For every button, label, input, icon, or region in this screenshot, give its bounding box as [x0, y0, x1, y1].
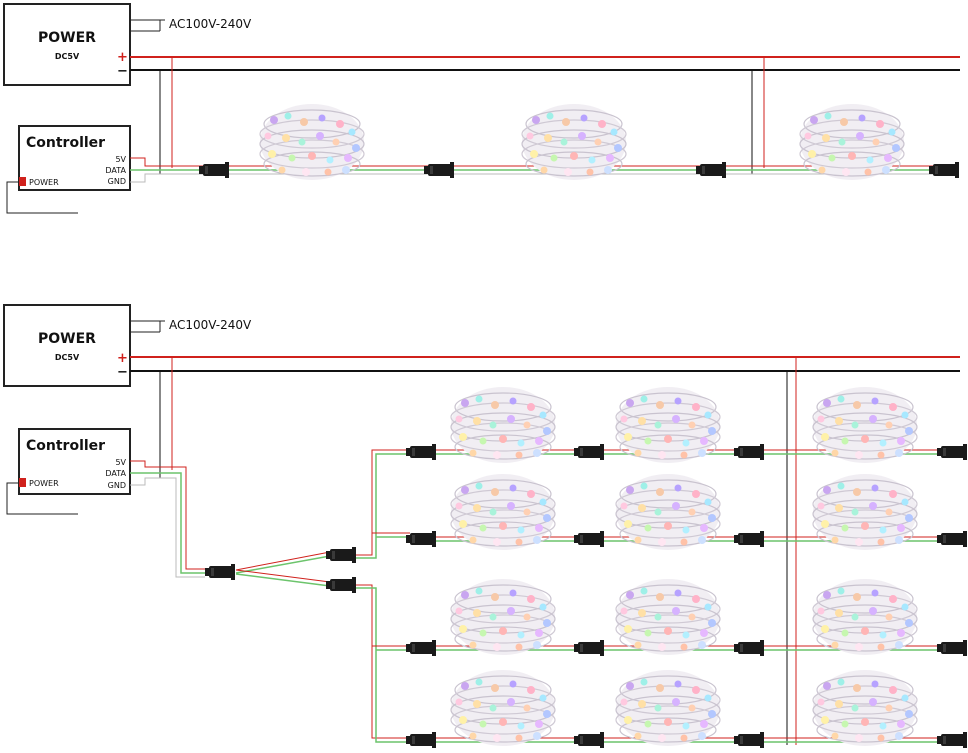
fairy-light-coil — [521, 103, 627, 181]
wire-connector — [696, 162, 726, 178]
wire-connector — [734, 732, 764, 748]
wire-connector — [406, 640, 436, 656]
bottom-diagram: POWER DC5V + − AC100V-240V Controller 5V… — [3, 304, 967, 748]
controller-box: Controller 5V DATA GND POWER — [18, 428, 131, 495]
pin-5v-label: 5V — [115, 458, 126, 467]
wire-connector — [574, 531, 604, 547]
power-plus-sign: + — [117, 351, 128, 366]
fairy-light-coil — [812, 669, 918, 747]
ac-input-label: AC100V-240V — [169, 318, 252, 332]
wire-connector — [734, 444, 764, 460]
wire-connector — [406, 444, 436, 460]
fairy-light-coil — [615, 473, 721, 551]
pin-data-label: DATA — [105, 469, 126, 478]
controller-power-jack — [19, 177, 26, 186]
fairy-light-coil — [812, 386, 918, 464]
power-voltage: DC5V — [55, 353, 80, 362]
fairy-light-coil — [450, 473, 556, 551]
splitter-connector — [205, 564, 235, 580]
wire-connector — [937, 444, 967, 460]
controller-power-jack — [19, 478, 26, 487]
controller-power-label: POWER — [29, 178, 59, 187]
wire-connector — [406, 531, 436, 547]
pin-5v-label: 5V — [115, 155, 126, 164]
fairy-light-coil — [812, 473, 918, 551]
power-plus-sign: + — [117, 50, 128, 65]
fairy-light-coil — [799, 103, 905, 181]
power-minus-sign: − — [117, 365, 128, 380]
ac-input-label: AC100V-240V — [169, 17, 252, 31]
wire-connector — [574, 732, 604, 748]
wire-connector — [424, 162, 454, 178]
controller-title: Controller — [26, 135, 105, 151]
fairy-light-coil — [450, 578, 556, 656]
power-minus-sign: − — [117, 64, 128, 79]
fairy-light-coil — [450, 669, 556, 747]
controller-box: Controller 5V DATA GND POWER — [18, 125, 131, 191]
wire-connector — [574, 640, 604, 656]
power-voltage: DC5V — [55, 52, 80, 61]
fairy-light-coil — [615, 669, 721, 747]
top-diagram: POWER DC5V + − AC100V-240V Controller 5V… — [3, 3, 960, 214]
wire-connector — [937, 640, 967, 656]
fairy-light-coil — [615, 578, 721, 656]
fairy-light-coil — [259, 103, 365, 181]
wire-connector — [937, 732, 967, 748]
wire-connector — [574, 444, 604, 460]
wire-connector — [734, 531, 764, 547]
pin-gnd-label: GND — [108, 177, 126, 186]
wire-connector — [406, 732, 436, 748]
controller-power-label: POWER — [29, 479, 59, 488]
pin-gnd-label: GND — [108, 481, 126, 490]
fairy-light-coil — [450, 386, 556, 464]
power-title: POWER — [38, 331, 96, 347]
wire-connector — [734, 640, 764, 656]
wire-connector — [929, 162, 959, 178]
wire-connector — [937, 531, 967, 547]
fairy-light-coil — [812, 578, 918, 656]
controller-title: Controller — [26, 438, 105, 454]
power-supply-box: POWER DC5V + − — [3, 3, 131, 86]
power-title: POWER — [38, 30, 96, 46]
fairy-light-coil — [615, 386, 721, 464]
pin-data-label: DATA — [105, 166, 126, 175]
branch-connector — [326, 577, 356, 593]
wire-connector — [199, 162, 229, 178]
power-supply-box: POWER DC5V + − — [3, 304, 131, 387]
branch-connector — [326, 547, 356, 563]
